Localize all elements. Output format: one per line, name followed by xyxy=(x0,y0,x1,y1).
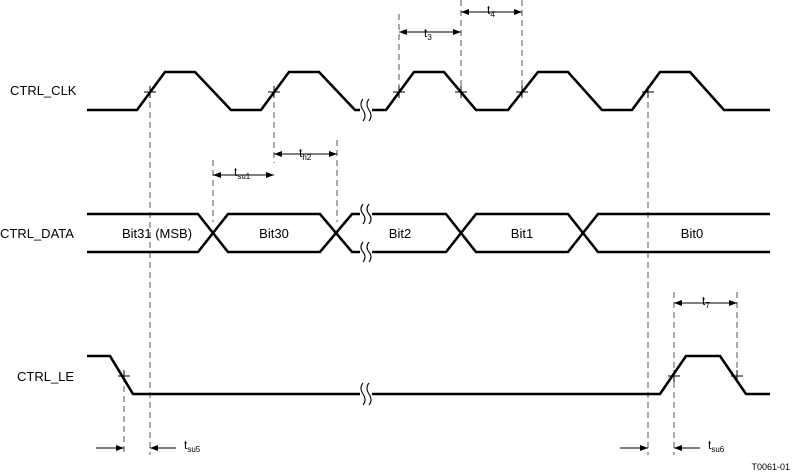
data-break-mark-bottom xyxy=(360,241,372,263)
tsu6-arrow-left xyxy=(640,445,648,451)
le-break-mark xyxy=(360,382,372,406)
le-ref-markers xyxy=(118,370,743,382)
bit-labels: Bit31 (MSB) Bit30 Bit2 Bit1 Bit0 xyxy=(122,226,703,241)
bit-label-30: Bit30 xyxy=(259,226,289,241)
th2-arrow-right xyxy=(329,151,337,157)
t3-arrow-right xyxy=(453,29,461,35)
timing-labels: t3 t4 th2 tsu1 t7 tsu5 tsu6 xyxy=(184,3,725,454)
signal-labels: CTRL_CLK CTRL_DATA CTRL_LE xyxy=(0,83,77,384)
clk-wave-right xyxy=(372,70,770,112)
timing-arrows xyxy=(96,9,737,451)
clk-break-mark xyxy=(360,98,372,122)
clk-waveform xyxy=(87,70,770,122)
t7-arrow-left xyxy=(674,300,682,306)
tsu1-arrow-right xyxy=(266,172,274,178)
clk-wave-left xyxy=(87,70,360,112)
t4-label: t4 xyxy=(487,3,495,19)
bit-label-1: Bit1 xyxy=(511,226,533,241)
signal-label-clk: CTRL_CLK xyxy=(10,83,77,98)
tsu5-arrow-right xyxy=(150,445,158,451)
t4-arrow-right xyxy=(514,9,522,15)
data-waveform xyxy=(87,203,770,263)
clk-ref-markers xyxy=(144,86,654,98)
data-top-right xyxy=(372,212,770,254)
data-bottom-left xyxy=(87,212,360,254)
tsu5-arrow-left xyxy=(116,445,124,451)
tsu6-label: tsu6 xyxy=(708,438,725,454)
t7-label: t7 xyxy=(702,294,710,310)
data-break-mark-top xyxy=(360,203,372,225)
t4-arrow-left xyxy=(461,9,469,15)
figure-id: T0061-01 xyxy=(751,462,790,472)
signal-label-le: CTRL_LE xyxy=(17,369,74,384)
t7-arrow-right xyxy=(729,300,737,306)
bit-label-31: Bit31 (MSB) xyxy=(122,226,192,241)
le-wave-left xyxy=(87,354,360,396)
t3-arrow-left xyxy=(399,29,407,35)
tsu1-label: tsu1 xyxy=(234,165,251,181)
t3-label: t3 xyxy=(424,26,432,42)
data-bottom-right xyxy=(372,212,770,254)
tsu1-arrow-left xyxy=(213,172,221,178)
le-wave-right xyxy=(372,354,770,396)
tsu5-label: tsu5 xyxy=(184,438,201,454)
bit-label-2: Bit2 xyxy=(389,226,411,241)
th2-arrow-left xyxy=(274,151,282,157)
bit-label-0: Bit0 xyxy=(681,226,703,241)
th2-label: th2 xyxy=(299,146,312,162)
tsu6-arrow-right xyxy=(674,445,682,451)
signal-label-data: CTRL_DATA xyxy=(0,226,74,241)
le-waveform xyxy=(87,354,770,406)
data-top-left xyxy=(87,212,360,254)
